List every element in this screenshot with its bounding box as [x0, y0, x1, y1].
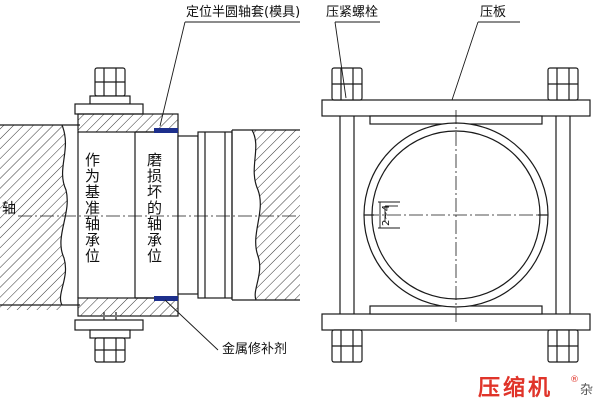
- watermark-registered: ®: [570, 375, 579, 385]
- clamp-rods: [339, 103, 571, 317]
- label-gap-dimension: 2~4: [381, 204, 392, 226]
- gap-dimension: [378, 201, 400, 229]
- label-worn-bearing: 磨损坏的轴承位: [145, 152, 163, 264]
- shaft-right-end: [232, 129, 300, 301]
- watermark-brand: 压缩机: [478, 376, 554, 401]
- top-bolt-left-view: [89, 67, 131, 114]
- label-datum-bearing: 作为基准轴承位: [83, 152, 101, 264]
- left-view: [0, 21, 300, 363]
- shaft-shoulder: [177, 130, 233, 300]
- metal-compound-fill: [154, 128, 178, 301]
- label-pressure-plate: 压板: [480, 5, 507, 20]
- bottom-nuts-right-view: [331, 329, 579, 363]
- label-clamp-bolt: 压紧螺栓: [326, 5, 379, 20]
- label-mold-sleeve: 定位半圆轴套(模具): [186, 5, 301, 20]
- shaft-left-end: [0, 124, 80, 310]
- bottom-bolt-left-view: [74, 312, 144, 363]
- top-nuts-right-view: [331, 67, 579, 101]
- top-plate-section: [74, 103, 144, 115]
- watermark-suffix: 杂: [580, 383, 594, 398]
- label-shaft: 轴: [2, 201, 16, 217]
- right-view: [321, 21, 591, 363]
- mold-sleeve: [77, 113, 179, 317]
- label-metal-compound: 金属修补剂: [222, 342, 288, 357]
